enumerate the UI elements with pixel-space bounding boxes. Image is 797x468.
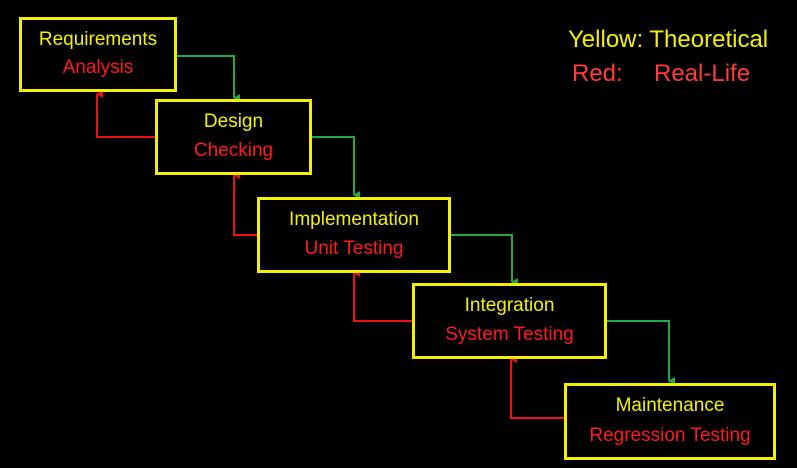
legend-red-value: Real-Life	[654, 60, 751, 87]
forward-arrow-1	[176, 55, 240, 102]
feedback-arrow-1	[96, 90, 156, 138]
forward-arrow-4	[607, 320, 675, 385]
stage-theoretical-label: Maintenance	[615, 395, 725, 416]
stage-theoretical-label: Implementation	[289, 209, 419, 230]
stage-theoretical-label: Design	[203, 111, 264, 132]
stage-real-life-label: Regression Testing	[589, 425, 751, 446]
stage-real-life-label: System Testing	[445, 324, 574, 345]
stage-maintenance: Maintenance Regression Testing	[564, 383, 776, 460]
feedback-arrow-4	[510, 355, 565, 419]
forward-arrow-2	[311, 136, 360, 199]
stage-theoretical-label: Requirements	[38, 29, 158, 50]
stage-theoretical-label: Integration	[464, 295, 555, 316]
stage-real-life-label: Analysis	[62, 57, 134, 78]
stage-requirements: Requirements Analysis	[19, 17, 177, 92]
stage-integration: Integration System Testing	[412, 283, 607, 359]
stage-real-life-label: Unit Testing	[304, 238, 404, 259]
feedback-arrow-3	[353, 269, 413, 322]
legend-red-key: Red:	[572, 60, 623, 87]
stage-implementation: Implementation Unit Testing	[257, 197, 451, 273]
legend-theoretical: Yellow: Theoretical	[568, 26, 769, 53]
forward-arrow-3	[451, 234, 518, 286]
stage-design: Design Checking	[155, 99, 312, 175]
legend-real-life: Red: Real-Life	[572, 60, 750, 87]
stage-real-life-label: Checking	[193, 140, 274, 161]
feedback-arrow-2	[233, 171, 258, 236]
